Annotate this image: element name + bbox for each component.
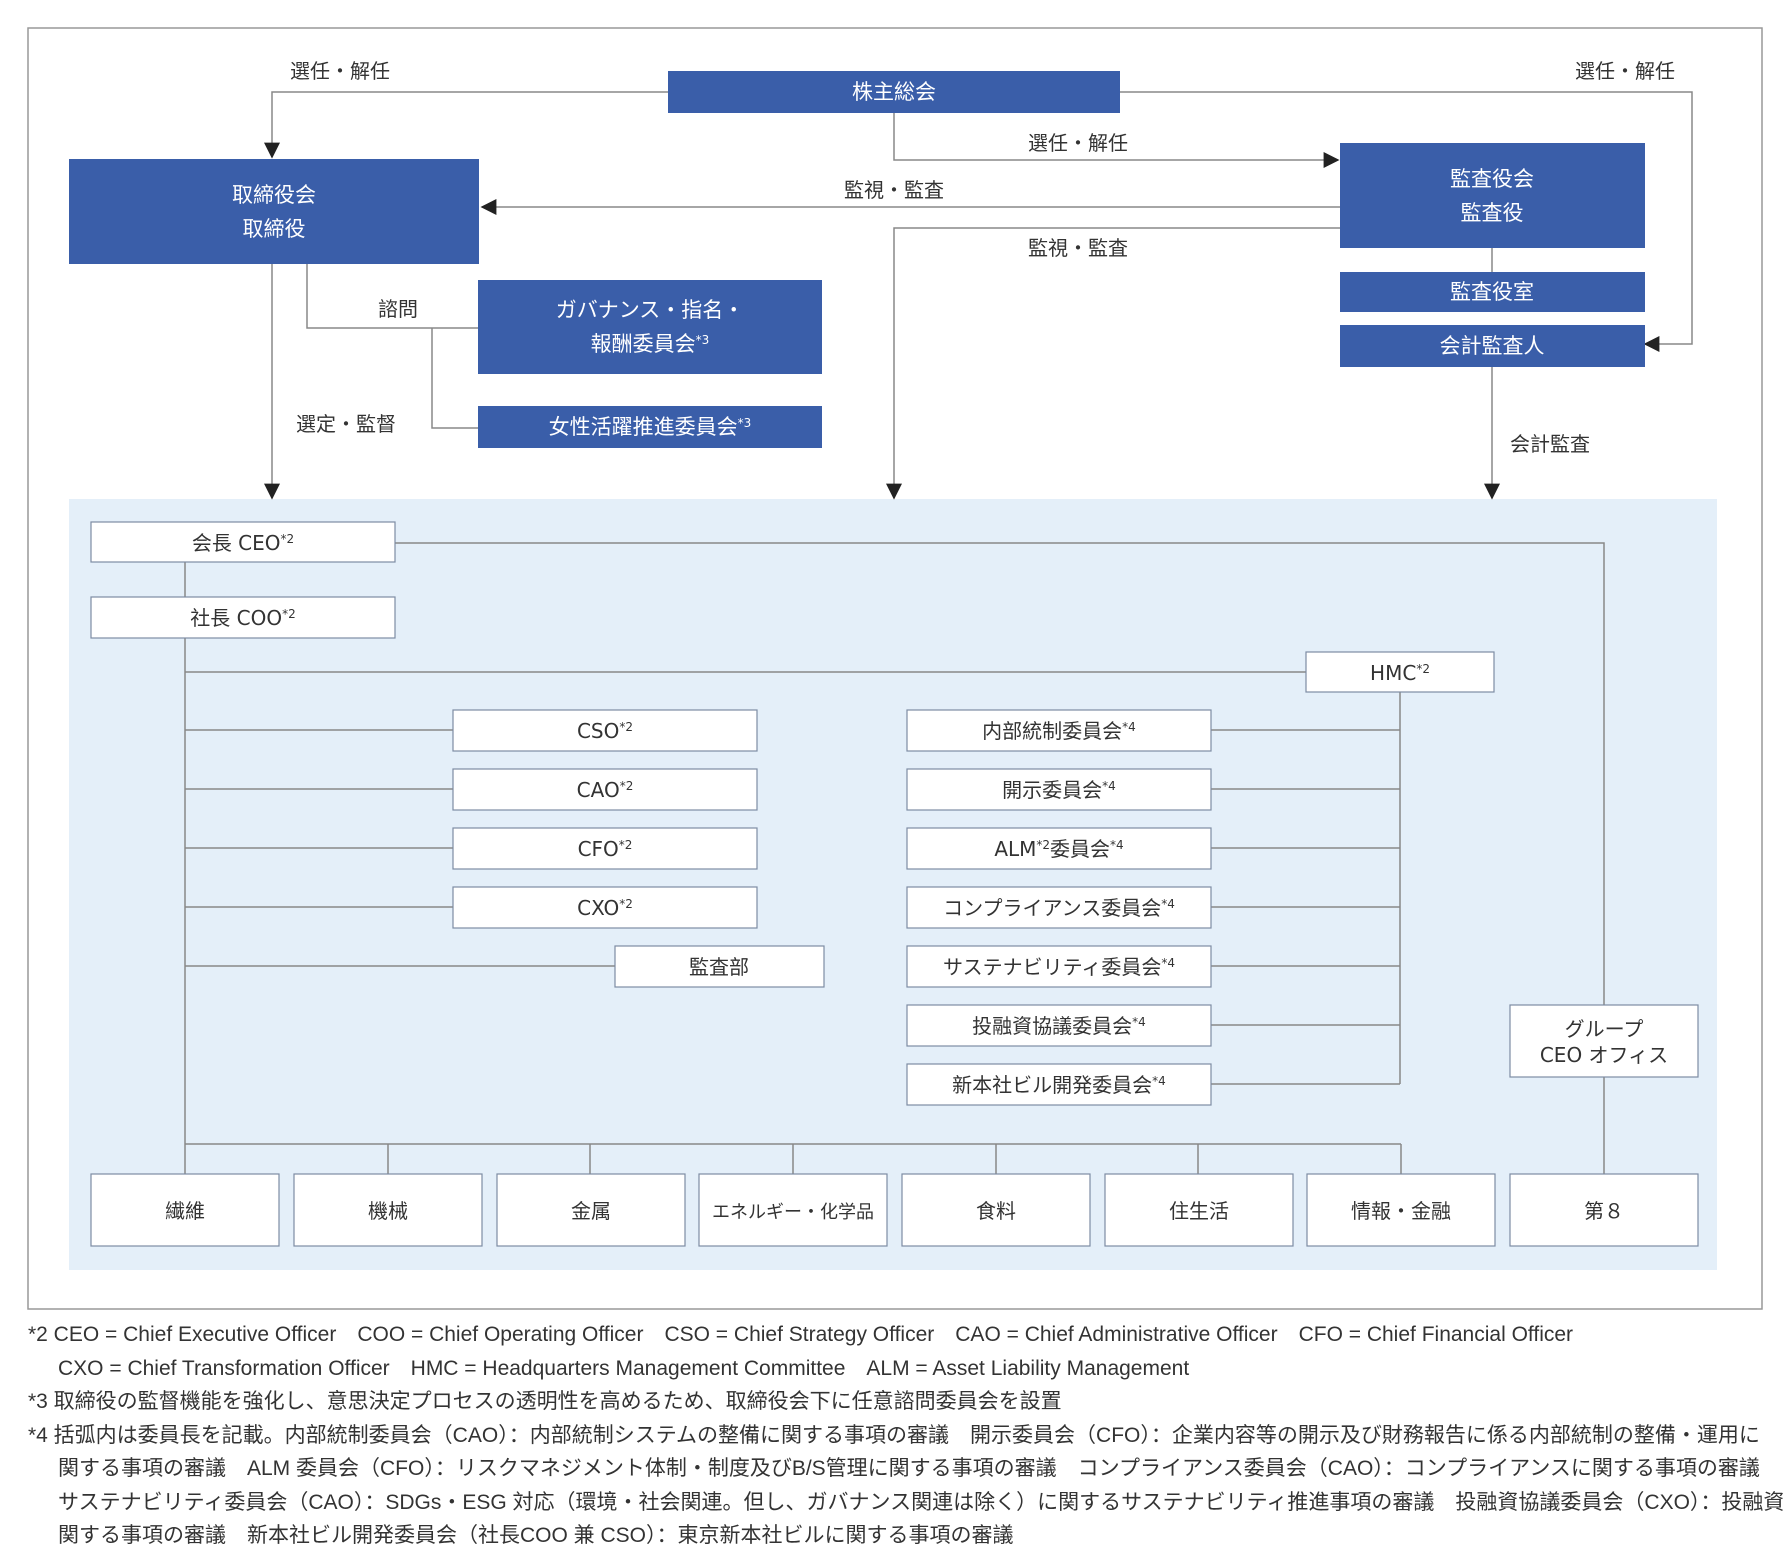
hmc-box (1305, 651, 1495, 693)
connector-advisory-women (431, 328, 478, 429)
footnote-2-line-1: *2 CEO = Chief Executive Officer COO = C… (28, 1323, 1574, 1346)
label-advisory: 諮問 (378, 297, 418, 321)
label-appoint-dismiss-center: 選任・解任 (1028, 131, 1128, 155)
board-label-1: 取締役会 (232, 183, 316, 207)
committee-box-5 (906, 945, 1212, 988)
footnote-4-line-3: サステナビリティ委員会（CAO）：SDGs・ESG 対応（環境・社会関連。但し、… (58, 1490, 1785, 1514)
outer-frame (27, 27, 1763, 1310)
division-label-5: 食料 (976, 1199, 1016, 1223)
committee-label-7: 新本社ビル開発委員会*4 (952, 1073, 1166, 1097)
committee-label-4: コンプライアンス委員会*4 (943, 896, 1175, 920)
committee-box-6 (906, 1004, 1212, 1047)
ceo-label: 会長 CEO*2 (192, 531, 294, 555)
cao-label: CAO*2 (577, 778, 634, 802)
committee-label-6: 投融資協議委員会*4 (972, 1014, 1146, 1038)
governance-committee-box (478, 280, 822, 374)
auditors-office-box (1340, 272, 1645, 312)
division-box-1 (90, 1173, 280, 1247)
division-label-8: 第８ (1584, 1199, 1624, 1223)
footnote-3: *3 取締役の監督機能を強化し、意思決定プロセスの透明性を高めるため、取締役会下… (28, 1390, 1062, 1413)
label-monitor-audit-exec: 監視・監査 (1028, 236, 1128, 260)
accounting-auditor-box (1340, 325, 1645, 367)
auditors-label-2: 監査役 (1461, 201, 1524, 225)
cfo-box (452, 827, 758, 870)
coo-label: 社長 COO*2 (190, 606, 295, 630)
group-ceo-office-label-1: グループ (1565, 1017, 1644, 1041)
division-box-6 (1104, 1173, 1294, 1247)
footnote-4-line-4: 関する事項の審議 新本社ビル開発委員会（社長COO 兼 CSO）：東京新本社ビル… (58, 1524, 1014, 1547)
division-label-6: 住生活 (1169, 1199, 1229, 1223)
footnote-4-line-2: 関する事項の審議 ALM 委員会（CFO）：リスクマネジメント体制・制度及びB/… (58, 1457, 1760, 1480)
label-accounting-audit: 会計監査 (1510, 432, 1590, 456)
committee-label-5: サステナビリティ委員会*4 (943, 955, 1175, 979)
label-appoint-dismiss-right: 選任・解任 (1575, 59, 1675, 83)
label-select-supervise: 選定・監督 (296, 412, 396, 436)
committee-label-3: ALM*2委員会*4 (994, 837, 1123, 861)
label-appoint-dismiss-left: 選任・解任 (290, 59, 390, 83)
committee-box-4 (906, 886, 1212, 929)
connector-auditors-executives (886, 227, 1340, 500)
group-ceo-office-box (1509, 1004, 1699, 1078)
committee-box-1 (906, 709, 1212, 752)
division-label-4: エネルギー・化学品 (712, 1202, 874, 1223)
ceo-box (90, 521, 396, 563)
board-box (69, 159, 479, 264)
division-label-3: 金属 (571, 1199, 611, 1223)
cao-box (452, 768, 758, 811)
board-label-2: 取締役 (243, 217, 306, 241)
cfo-label: CFO*2 (578, 837, 633, 861)
division-label-7: 情報・金融 (1351, 1199, 1451, 1223)
committee-label-1: 内部統制委員会*4 (982, 719, 1136, 743)
cxo-label: CXO*2 (577, 896, 633, 920)
footnote-2-line-2: CXO = Chief Transformation Officer HMC =… (58, 1356, 1190, 1380)
accounting-auditor-label: 会計監査人 (1440, 334, 1545, 358)
footnote-4-line-1: *4 括弧内は委員長を記載。内部統制委員会（CAO）：内部統制システムの整備に関… (28, 1423, 1760, 1447)
auditors-box (1340, 143, 1645, 248)
committee-box-3 (906, 827, 1212, 870)
division-box-4 (698, 1173, 888, 1247)
hmc-label: HMC*2 (1370, 661, 1430, 685)
auditors-label-1: 監査役会 (1450, 167, 1534, 191)
auditors-office-label: 監査役室 (1450, 280, 1534, 304)
cso-box (452, 709, 758, 752)
conn-ceo-group-office (395, 542, 1605, 1005)
division-box-5 (901, 1173, 1091, 1247)
audit-dept-box (614, 945, 825, 988)
division-box-2 (293, 1173, 483, 1247)
coo-box (90, 596, 396, 639)
audit-dept-label: 監査部 (689, 955, 749, 979)
governance-committee-label-1: ガバナンス・指名・ (556, 298, 745, 322)
division-box-8 (1509, 1173, 1699, 1247)
group-ceo-office-label-2: CEO オフィス (1540, 1043, 1668, 1067)
women-committee-label: 女性活躍推進委員会*3 (549, 415, 752, 439)
division-box-7 (1306, 1173, 1496, 1247)
division-label-1: 繊維 (165, 1199, 205, 1223)
connector-shareholders-board (264, 91, 668, 159)
shareholders-box (668, 71, 1120, 113)
connector-advisory (306, 264, 478, 329)
committee-label-2: 開示委員会*4 (1002, 778, 1116, 802)
women-committee-box (478, 406, 822, 448)
connector-shareholders-auditors (893, 113, 1340, 168)
cso-label: CSO*2 (577, 719, 633, 743)
division-box-3 (496, 1173, 686, 1247)
division-label-2: 機械 (368, 1199, 408, 1223)
connector-shareholders-accounting-auditor (1120, 91, 1693, 352)
committee-box-2 (906, 768, 1212, 811)
committee-box-7 (906, 1063, 1212, 1106)
cxo-box (452, 886, 758, 929)
label-monitor-audit-board: 監視・監査 (844, 178, 944, 202)
shareholders-label: 株主総会 (852, 80, 936, 104)
footnotes: *2 CEO = Chief Executive Officer COO = C… (28, 1318, 1785, 1553)
governance-committee-label-2: 報酬委員会*3 (591, 332, 710, 356)
